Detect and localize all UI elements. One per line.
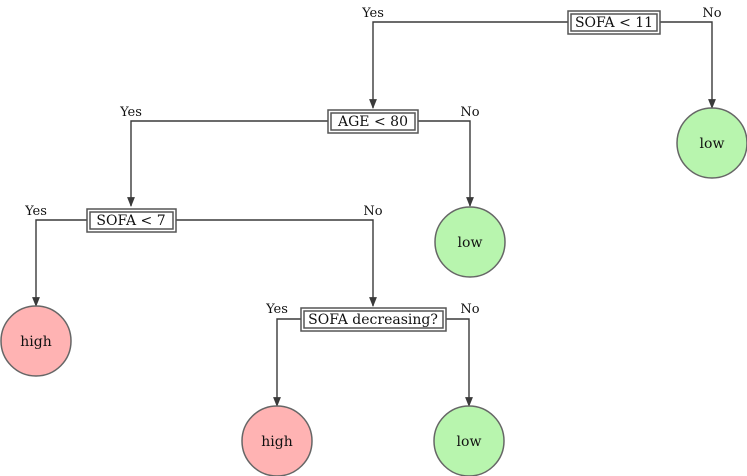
leaf-node-low-1: low <box>676 107 747 179</box>
leaf-label: high <box>20 334 51 350</box>
leaf-node-low-3: low <box>433 405 505 476</box>
decision-label: SOFA < 7 <box>96 213 165 229</box>
edge-age80-no <box>418 120 474 207</box>
leaf-label: high <box>261 434 292 450</box>
branch-label-sofa7-no: No <box>363 204 382 219</box>
decision-label: SOFA < 11 <box>575 15 653 31</box>
leaf-node-low-2: low <box>434 206 506 278</box>
branch-label-sofadec-yes: Yes <box>265 302 288 317</box>
leaf-label: low <box>700 136 725 152</box>
edge-age80-yes <box>127 120 328 207</box>
edge-sofa7-yes <box>32 219 87 307</box>
decision-node-sofa-lt-7: SOFA < 7 <box>86 208 177 233</box>
decision-label: SOFA decreasing? <box>308 312 438 328</box>
branch-label-sofa11-no: No <box>702 6 721 21</box>
branch-label-sofa11-yes: Yes <box>361 6 384 21</box>
branch-label-age80-no: No <box>460 105 479 120</box>
edge-sofa11-yes <box>369 21 568 109</box>
edge-sofadec-no <box>446 318 473 407</box>
leaf-node-high-2: high <box>241 405 313 476</box>
edge-sofa11-no <box>660 21 716 109</box>
decision-node-age-lt-80: AGE < 80 <box>327 109 419 134</box>
leaf-label: low <box>457 434 482 450</box>
leaf-node-high-1: high <box>0 305 72 377</box>
branch-label-sofadec-no: No <box>460 302 479 317</box>
decision-node-sofa-decreasing: SOFA decreasing? <box>300 307 447 332</box>
branch-label-age80-yes: Yes <box>119 105 142 120</box>
branch-label-sofa7-yes: Yes <box>24 204 47 219</box>
decision-node-sofa-lt-11: SOFA < 11 <box>567 10 661 35</box>
edge-sofadec-yes <box>273 318 301 407</box>
edge-sofa7-no <box>176 219 377 307</box>
decision-label: AGE < 80 <box>337 114 408 130</box>
leaf-label: low <box>458 235 483 251</box>
